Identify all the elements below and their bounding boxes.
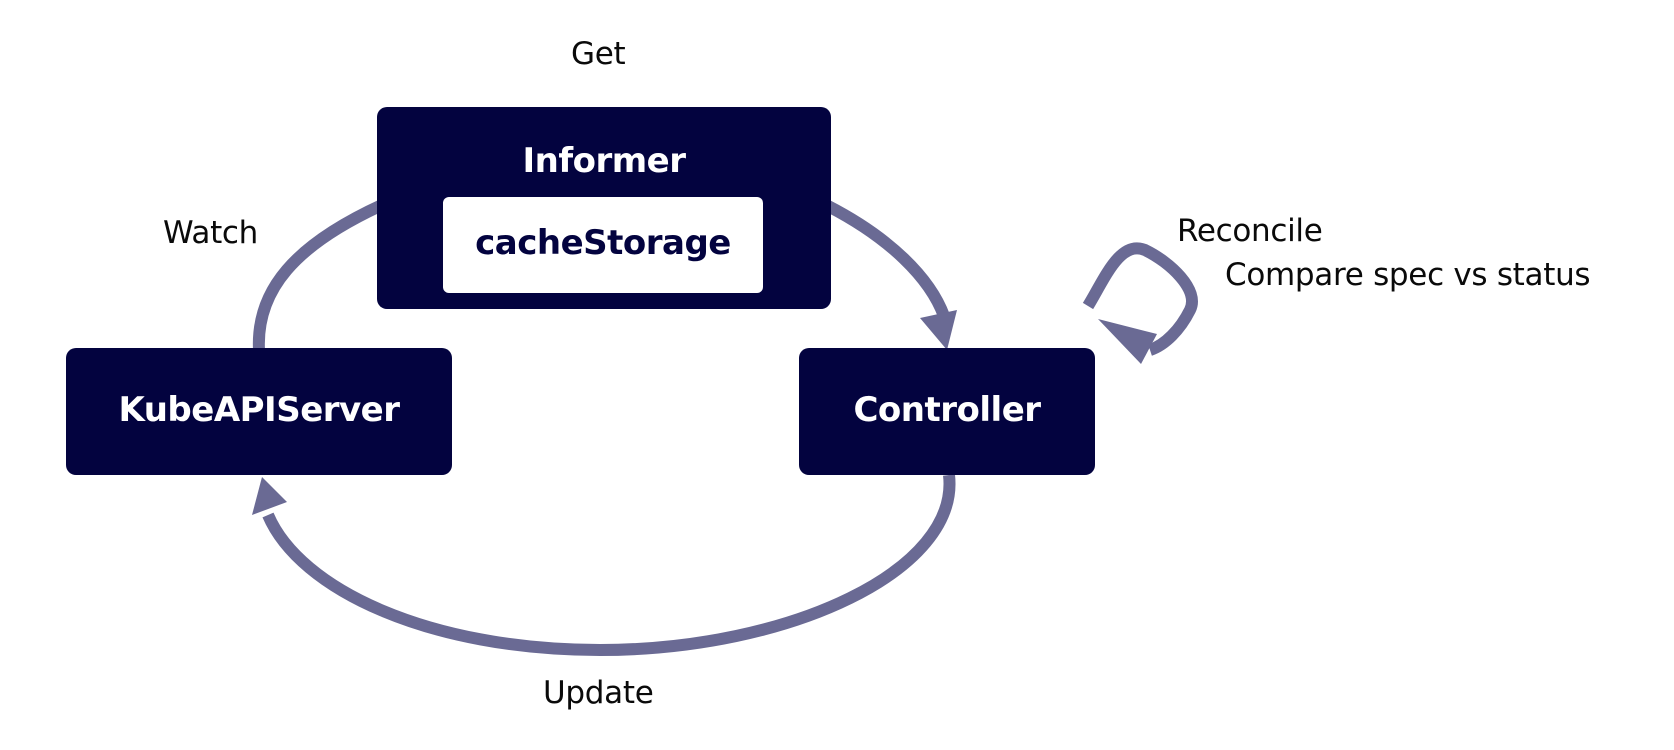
watch-edge-label: Watch [163,215,259,251]
get-arrowhead [920,310,957,350]
update-edge [262,474,956,657]
reconcile-edge-label: Reconcile [1177,213,1323,249]
reconcile-loop-edge [1082,242,1198,356]
get-edge [825,200,950,319]
reconcile-arrowhead [1098,319,1157,364]
cache-storage-node: cacheStorage [443,197,763,293]
cache-storage-label: cacheStorage [475,223,731,263]
controller-label: Controller [853,390,1041,430]
get-edge-label: Get [571,36,626,72]
watch-edge [252,199,385,351]
update-arrowhead [252,477,287,515]
kube-api-server-label: KubeAPIServer [118,390,400,430]
controller-node: Controller [799,348,1095,475]
edge-paths [252,199,1198,657]
informer-node: Informer cacheStorage [377,107,831,309]
kube-api-server-node: KubeAPIServer [66,348,452,475]
update-edge-label: Update [543,675,654,711]
arrowheads [252,310,1157,515]
informer-label: Informer [522,141,686,181]
reconcile-edge-sublabel: Compare spec vs status [1225,257,1591,293]
